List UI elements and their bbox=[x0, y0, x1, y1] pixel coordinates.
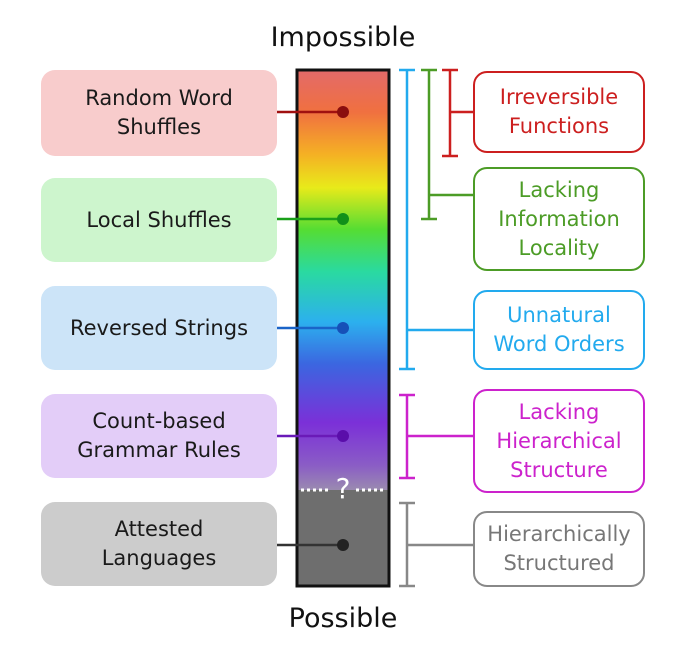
lacking-hierarchical-structure-box: Lacking Hierarchical Structure bbox=[473, 389, 645, 493]
bracket-word-orders bbox=[399, 68, 473, 371]
possible-label: Possible bbox=[288, 603, 398, 634]
impossibility-gradient bbox=[297, 70, 389, 490]
impossible-label: Impossible bbox=[270, 22, 416, 53]
possible-region bbox=[297, 490, 389, 586]
hierarchically-structured-box: Hierarchically Structured bbox=[473, 511, 645, 587]
bracket-locality bbox=[421, 68, 473, 221]
reversed-strings-box: Reversed Strings bbox=[41, 286, 277, 370]
dot-attested bbox=[337, 539, 349, 551]
bracket-hierarchical bbox=[399, 393, 473, 480]
bracket-structured bbox=[399, 501, 473, 588]
dot-reversed-strings bbox=[337, 322, 349, 334]
bracket-irreversible bbox=[442, 68, 473, 158]
dot-random-shuffles bbox=[337, 106, 349, 118]
irreversible-functions-box: Irreversible Functions bbox=[473, 71, 645, 153]
dot-local-shuffles bbox=[337, 213, 349, 225]
random-word-shuffles-box: Random Word Shuffles bbox=[41, 70, 277, 156]
lacking-information-locality-box: Lacking Information Locality bbox=[473, 167, 645, 271]
local-shuffles-box: Local Shuffles bbox=[41, 178, 277, 262]
attested-languages-box: Attested Languages bbox=[41, 502, 277, 586]
dot-count-grammar bbox=[337, 430, 349, 442]
count-based-grammar-box: Count-based Grammar Rules bbox=[41, 394, 277, 478]
uncertain-boundary-mark: ? bbox=[335, 472, 351, 505]
unnatural-word-orders-box: Unnatural Word Orders bbox=[473, 290, 645, 370]
